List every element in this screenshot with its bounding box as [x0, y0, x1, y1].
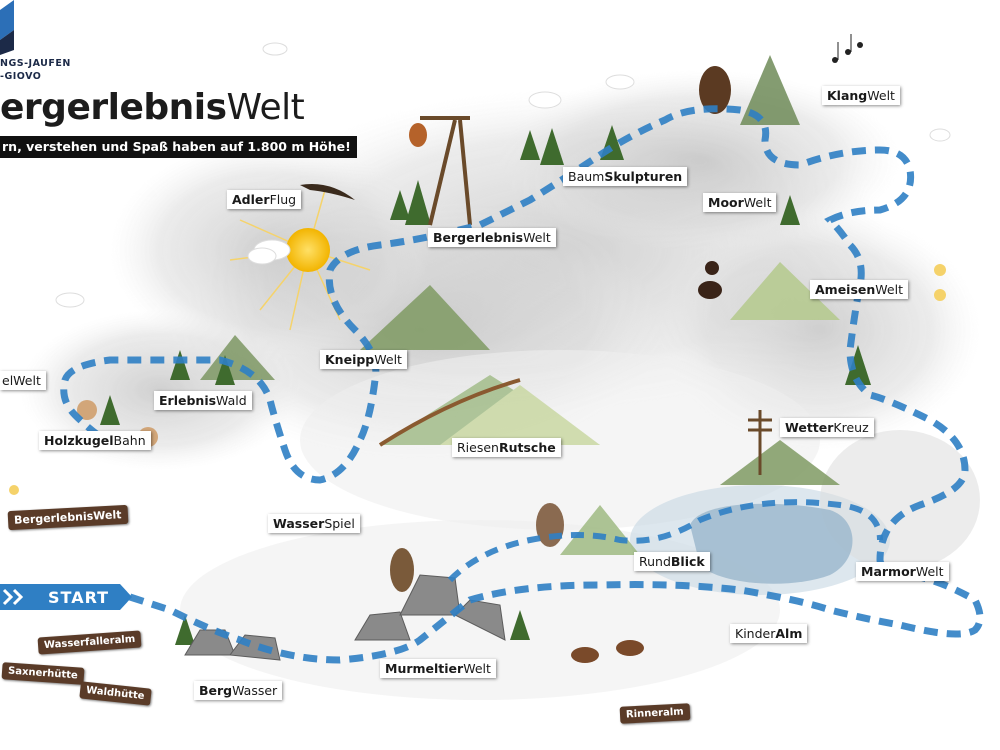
music-notes-icon	[832, 34, 863, 63]
station-label-bold: Berg	[199, 683, 233, 698]
station-label-bold: Marmor	[861, 564, 916, 579]
station-label-bold: Wetter	[785, 420, 834, 435]
logo-line-2: -GIOVO	[0, 71, 42, 82]
weather-cross-icon	[748, 410, 772, 475]
station-label-light: Rund	[639, 554, 671, 569]
station-label-light: Wasser	[232, 683, 278, 698]
station-label-bold: Murmeltier	[385, 661, 464, 676]
station-label-bold: Holzkugel	[44, 433, 114, 448]
station-adlerflug[interactable]: AdlerFlug	[227, 190, 302, 209]
station-label-light: Welt	[875, 282, 903, 297]
station-label-light: elWelt	[2, 373, 41, 388]
station-bergwasser[interactable]: BergWasser	[194, 681, 283, 700]
boulder-group	[184, 574, 506, 661]
tagline: rn, verstehen und Spaß haben auf 1.800 m…	[0, 136, 357, 158]
station-kinderalm[interactable]: KinderAlm	[730, 624, 808, 643]
page-title-light: Welt	[226, 87, 305, 128]
station-label-light: Welt	[743, 195, 772, 210]
trail-path-lower	[447, 499, 883, 583]
sun-icon	[229, 189, 371, 331]
station-bergerlebniswelt[interactable]: BergerlebnisWelt	[428, 228, 556, 247]
station-label-bold: Erlebnis	[159, 393, 217, 408]
trail-path	[60, 105, 984, 664]
station-murmeltierwelt[interactable]: MurmeltierWelt	[380, 659, 496, 678]
station-elwelt[interactable]: elWelt	[0, 371, 46, 390]
station-erlebniswald[interactable]: ErlebnisWald	[154, 391, 252, 410]
tree-groups	[100, 125, 871, 645]
observation-tower-icon	[420, 116, 472, 226]
station-wetterkreuz[interactable]: WetterKreuz	[780, 418, 874, 437]
station-marmorwelt[interactable]: MarmorWelt	[856, 562, 949, 581]
bear-icon	[699, 66, 731, 114]
station-label-bold: Adler	[232, 192, 270, 207]
station-wasserspiel[interactable]: WasserSpiel	[268, 514, 360, 533]
station-label-bold: Rutsche	[498, 440, 556, 455]
station-label-light: Baum	[568, 169, 605, 184]
squirrel-icon	[409, 123, 427, 147]
eagle-icon	[300, 184, 355, 200]
marmot-icon	[390, 548, 414, 592]
station-klangwelt[interactable]: KlangWelt	[822, 86, 900, 105]
station-label-light: Bahn	[113, 433, 146, 448]
station-kneippwelt[interactable]: KneippWelt	[320, 350, 407, 369]
station-label-light: Kreuz	[833, 420, 869, 435]
station-label-bold: Klang	[827, 88, 868, 103]
station-holzkugelbahn[interactable]: HolzkugelBahn	[39, 431, 151, 450]
station-label-bold: Wasser	[273, 516, 325, 531]
station-label-light: Welt	[867, 88, 895, 103]
logo-icon	[0, 0, 14, 55]
station-baumskulpturen[interactable]: BaumSkulpturen	[563, 167, 688, 186]
station-label-bold: Ameisen	[815, 282, 876, 297]
mountain-shapes	[200, 55, 840, 555]
sign-rinneralm[interactable]: Rinneralm	[619, 703, 691, 724]
station-rundblick[interactable]: RundBlick	[634, 552, 710, 571]
station-label-light: Welt	[523, 230, 551, 245]
station-label-bold: Blick	[670, 554, 705, 569]
station-label-light: Kinder	[735, 626, 776, 641]
station-label-light: Riesen	[457, 440, 499, 455]
logo-line-1: NGS-JAUFEN	[0, 58, 71, 69]
station-moorwelt[interactable]: MoorWelt	[703, 193, 777, 212]
station-label-bold: Kneipp	[325, 352, 375, 367]
station-label-light: Welt	[463, 661, 491, 676]
horse-icon	[571, 640, 644, 663]
page-title-bold: ergerlebnis	[0, 87, 227, 128]
cloud-icons	[55, 42, 951, 308]
station-label-light: Welt	[915, 564, 944, 579]
station-label-bold: Alm	[775, 626, 803, 641]
butterfly-icon	[9, 264, 946, 495]
station-riesenrutsche[interactable]: RiesenRutsche	[452, 438, 561, 457]
station-label-light: Flug	[269, 192, 297, 207]
station-ameisenwelt[interactable]: AmeisenWelt	[810, 280, 908, 299]
start-label: START	[48, 588, 110, 607]
station-label-light: Wald	[216, 393, 247, 408]
slide-icon	[378, 378, 521, 447]
page-title: ergerlebnisWelt	[0, 87, 305, 128]
station-label-bold: Skulpturen	[604, 169, 683, 184]
station-label-light: Welt	[374, 352, 402, 367]
station-label-light: Spiel	[324, 516, 355, 531]
start-arrow-icon	[0, 584, 132, 610]
ant-icon	[698, 261, 722, 299]
station-label-bold: Moor	[708, 195, 744, 210]
lake-area	[690, 503, 853, 584]
station-label-bold: Bergerlebnis	[433, 230, 524, 245]
start-button[interactable]: START	[0, 584, 132, 610]
